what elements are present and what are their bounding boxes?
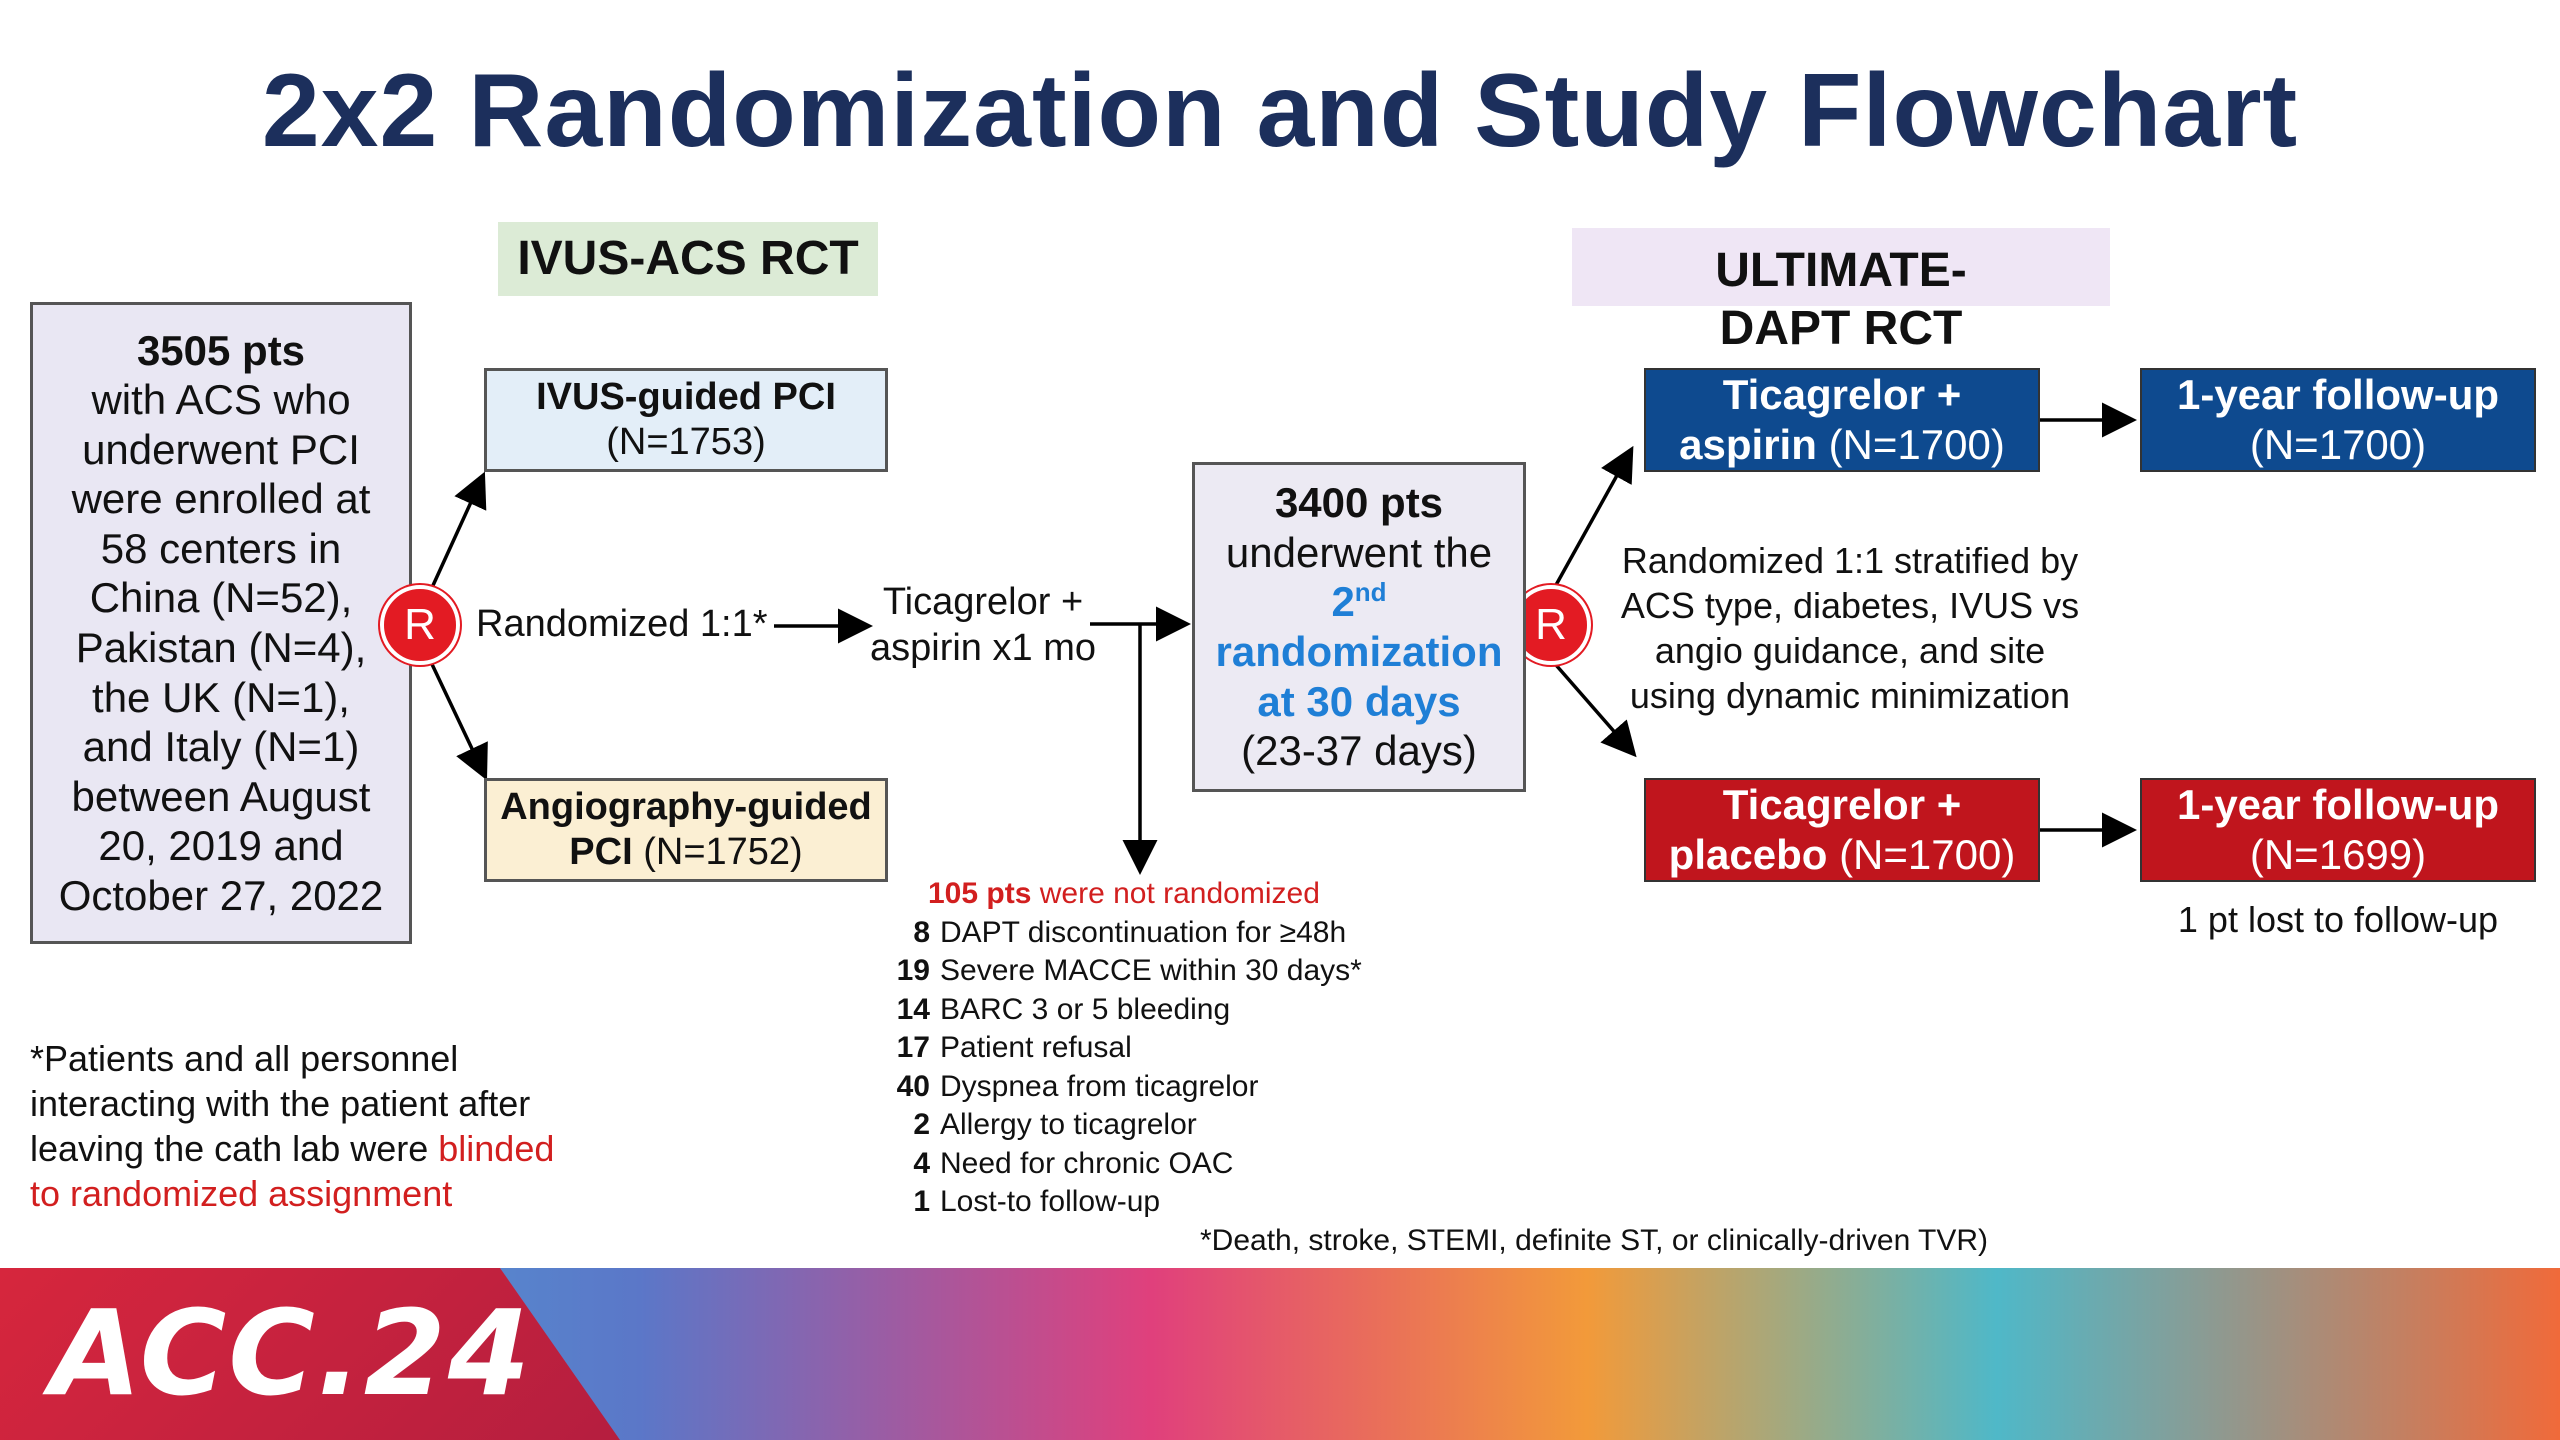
arrow-to-placebo-arm <box>1554 663 1637 758</box>
enrolled-line: October 27, 2022 <box>58 871 384 919</box>
enrolled-line: between August <box>71 772 371 820</box>
enrolled-line: the UK (N=1), <box>92 673 350 721</box>
enrolled-line: underwent PCI <box>82 425 360 473</box>
stratified-text: Randomized 1:1 stratified by ACS type, d… <box>1620 540 2080 716</box>
placebo-followup-box: 1-year follow-up (N=1699) <box>2140 778 2536 882</box>
enrolled-line: and Italy (N=1) <box>82 723 360 771</box>
lost-followup-note: 1 pt lost to follow-up <box>2177 899 2499 940</box>
enrolled-line: 20, 2019 and <box>98 822 344 870</box>
enrolled-line: with ACS who <box>91 376 351 424</box>
placebo-arm-box: Ticagrelor + placebo (N=1700) <box>1644 778 2040 882</box>
macce-footnote: *Death, stroke, STEMI, definite ST, or c… <box>1200 1224 1989 1257</box>
arrow-to-angio <box>428 659 488 781</box>
page-title: 2x2 Randomization and Study Flowchart <box>261 53 2299 169</box>
enrolled-line: Pakistan (N=4), <box>75 624 367 671</box>
aspirin-followup-box: 1-year follow-up (N=1700) <box>2140 368 2536 472</box>
aspirin-arm-box: Ticagrelor + aspirin (N=1700) <box>1644 368 2040 472</box>
enrolled-box: 3505 pts with ACS who underwent PCI were… <box>30 302 412 944</box>
arrow-to-ivus <box>428 471 487 593</box>
angio-guided-box: Angiography-guided PCI (N=1752) <box>484 778 888 882</box>
footer-banner: ACC.24 <box>0 1268 2560 1440</box>
ultimate-dapt-label: ULTIMATE-DAPT RCT <box>1572 228 2110 355</box>
enrolled-line: China (N=52), <box>89 574 353 622</box>
blinding-footnote: *Patients and all personnel interacting … <box>30 1038 555 1214</box>
enrolled-line: were enrolled at <box>71 475 371 523</box>
ivus-guided-box: IVUS-guided PCI (N=1753) <box>484 368 888 472</box>
ivus-acs-label: IVUS-ACS RCT <box>498 222 878 296</box>
not-randomized-header: 105 pts were not randomized <box>928 877 1320 910</box>
ticagrelor-one-month: Ticagrelor + aspirin x1 mo <box>870 581 1096 669</box>
randomized-text: Randomized 1:1* <box>476 603 768 645</box>
second-randomization-box: 3400 pts underwent the 2nd randomization… <box>1192 462 1526 792</box>
enrolled-count: 3505 pts <box>136 326 306 374</box>
arrow-to-aspirin-arm <box>1554 445 1634 586</box>
enrolled-line: 58 centers in <box>100 524 342 572</box>
banner-red-panel <box>0 1268 620 1440</box>
randomize-circle-1: R <box>380 585 460 665</box>
acc24-logo: ACC.24 <box>50 1284 532 1422</box>
